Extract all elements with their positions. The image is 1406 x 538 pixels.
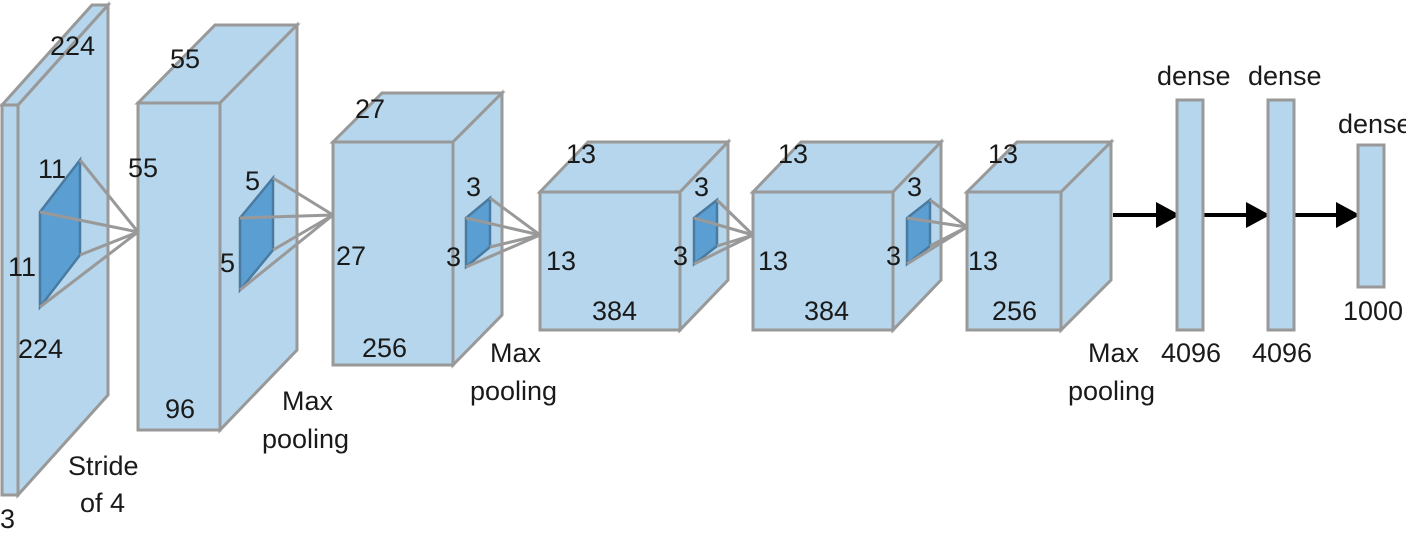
kernel2-projection-lines <box>239 176 334 292</box>
pool1-label-line1: Max <box>282 386 334 416</box>
dense3-block <box>1356 143 1386 289</box>
conv5-block <box>963 138 1115 334</box>
conv2-depth-label: 256 <box>362 333 407 363</box>
kernel2-width-label: 5 <box>245 166 260 196</box>
kernel5-height-label: 3 <box>886 241 901 271</box>
conv1-height-label: 55 <box>128 153 158 183</box>
dense3-title: dense <box>1338 109 1406 139</box>
conv1-depth-label: 96 <box>165 394 195 424</box>
dense1-title: dense <box>1157 61 1231 91</box>
kernel2-height-label: 5 <box>220 248 235 278</box>
stride-label-line1: Stride <box>68 451 139 481</box>
conv5-height-label: 13 <box>968 246 998 276</box>
input-depth-label: 3 <box>0 504 15 534</box>
dense1-block <box>1175 98 1205 332</box>
conv5-depth-label: 256 <box>992 296 1037 326</box>
arrow-dense2-to-dense3 <box>1294 202 1360 228</box>
pool1-label-line2: pooling <box>262 424 349 454</box>
kernel3-width-label: 3 <box>466 172 481 202</box>
conv3-height-label: 13 <box>546 246 576 276</box>
kernel4-projection-lines <box>693 198 755 266</box>
conv5-width-label: 13 <box>988 139 1018 169</box>
conv3-depth-label: 384 <box>592 296 637 326</box>
dense3-size: 1000 <box>1343 296 1403 326</box>
kernel5-projection-lines <box>906 198 968 266</box>
dense2-block <box>1266 98 1296 332</box>
pool2-label-line2: pooling <box>470 376 557 406</box>
dense2-size: 4096 <box>1252 338 1312 368</box>
conv3-block <box>536 138 732 334</box>
input-width-label: 224 <box>50 31 95 61</box>
dense1-size: 4096 <box>1161 338 1221 368</box>
kernel1-height-label: 11 <box>8 252 36 282</box>
dense2-title: dense <box>1248 61 1322 91</box>
conv3-width-label: 13 <box>566 139 596 169</box>
kernel5-width-label: 3 <box>907 172 922 202</box>
arrow-pool-to-dense1 <box>1113 202 1180 228</box>
pool2-label-line1: Max <box>490 338 542 368</box>
conv1-width-label: 55 <box>170 44 200 74</box>
conv4-height-label: 13 <box>758 246 788 276</box>
kernel3-height-label: 3 <box>446 242 461 272</box>
conv4-block <box>749 138 945 334</box>
pool3-label-line1: Max <box>1088 338 1140 368</box>
pool3-label-line2: pooling <box>1068 376 1155 406</box>
stride-label-line2: of 4 <box>80 488 125 518</box>
conv4-width-label: 13 <box>778 139 808 169</box>
conv4-depth-label: 384 <box>804 296 849 326</box>
kernel3-projection-lines <box>465 196 541 269</box>
conv2-height-label: 27 <box>336 241 366 271</box>
conv2-width-label: 27 <box>355 94 385 124</box>
kernel4-height-label: 3 <box>673 241 688 271</box>
kernel1-projection-lines <box>39 159 140 309</box>
kernel4-width-label: 3 <box>694 172 709 202</box>
input-height-label: 224 <box>18 334 63 364</box>
arrow-dense1-to-dense2 <box>1203 202 1270 228</box>
kernel1-width-label: 11 <box>38 154 66 184</box>
